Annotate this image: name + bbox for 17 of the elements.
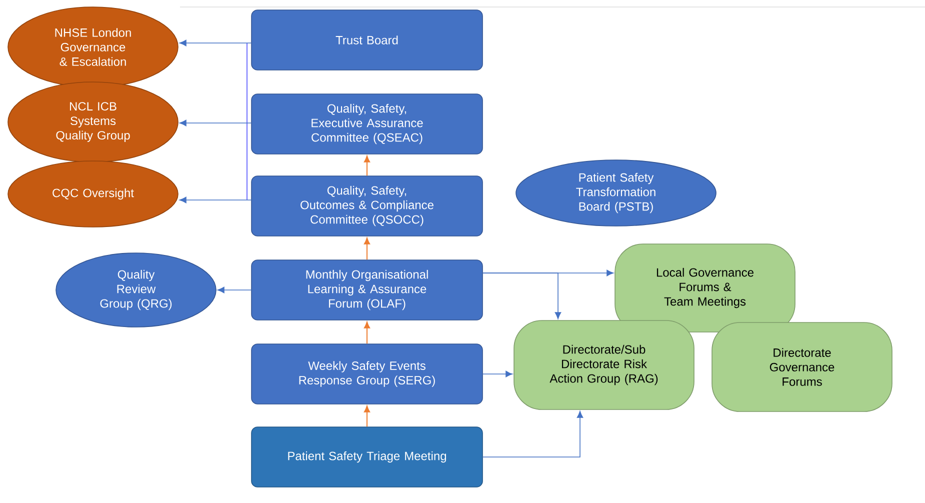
group-box: Weekly Safety Events Response Group (SERG) [251, 344, 483, 404]
arrow [217, 286, 252, 294]
arrow [482, 410, 584, 458]
arrow [179, 196, 252, 204]
arrow [364, 238, 370, 260]
meeting-box: Patient Safety Triage Meeting [251, 426, 483, 488]
arrow [179, 40, 252, 46]
committee-box: Quality, Safety, Outcomes & Compliance Committee (QSOCC) [251, 176, 483, 236]
arrow [364, 156, 370, 176]
arrow [364, 406, 370, 428]
forum-box: Monthly Organisational Learning & Assurance Forum (OLAF) [251, 260, 483, 320]
arrow [482, 370, 513, 378]
arrow [482, 272, 562, 320]
arrow [179, 120, 252, 126]
committee-box: Trust Board [251, 10, 483, 70]
committee-box: Quality, Safety, Executive Assurance Committee (QSEAC) [251, 94, 483, 154]
arrow [364, 322, 370, 344]
